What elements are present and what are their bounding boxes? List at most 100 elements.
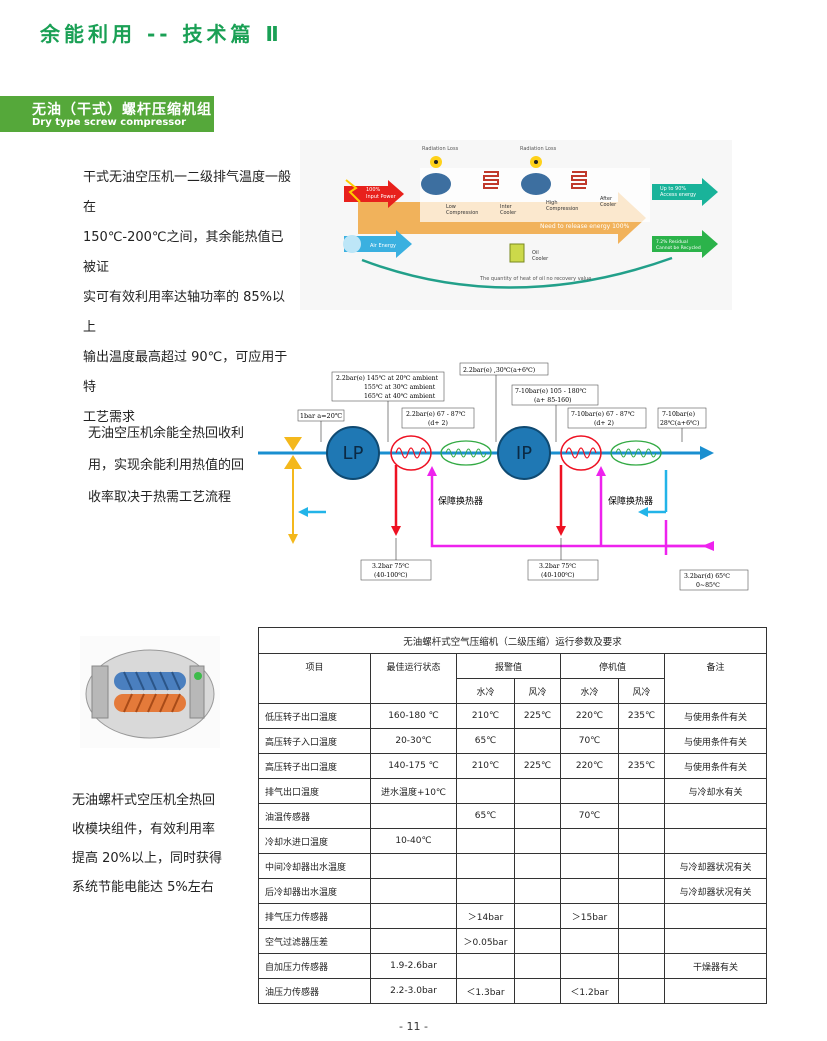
inlet-valve-icon [284, 437, 302, 451]
high-compressor-icon [521, 173, 551, 195]
cell-stop-air [618, 828, 665, 854]
cell-note: 与冷却器状况有关 [664, 878, 767, 904]
page-number: - 11 - [399, 1020, 428, 1033]
cell-note [664, 928, 767, 954]
table-row: 后冷却器出水温度 与冷却器状况有关 [258, 878, 767, 904]
cell-stop-air [618, 978, 665, 1004]
cell-item: 后冷却器出水温度 [258, 878, 371, 904]
cell-alarm-water: 210℃ [456, 703, 515, 729]
access-energy-arrow [652, 178, 718, 206]
cell-note: 与冷却水有关 [664, 778, 767, 804]
cell-stop-water [560, 953, 619, 979]
cell-stop-air [618, 728, 665, 754]
radiation-loss-label-2: Radiation Loss [520, 146, 557, 152]
protect-exchanger-1-icon [440, 440, 492, 466]
cell-alarm-air [514, 778, 561, 804]
cell-best [370, 878, 457, 904]
lp-hx-label-2: (d+ 2) [428, 420, 448, 427]
cell-note: 与使用条件有关 [664, 728, 767, 754]
cell-alarm-air [514, 728, 561, 754]
cell-stop-water: ＜1.2bar [560, 978, 619, 1004]
cell-alarm-air: 225℃ [514, 753, 561, 779]
inter-out-label-box: 2.2bar(e) ,30℃(a+6℃) [459, 362, 549, 442]
col-header-stop-water: 水冷 [560, 678, 619, 704]
cell-stop-water: 220℃ [560, 753, 619, 779]
ip-outlet-label-box: 7-10bar(e) 105 - 180℃ (a+ 85-160) [511, 384, 599, 442]
air-energy-arrow [344, 230, 412, 258]
screw-compressor-svg [85, 649, 215, 739]
cell-item: 排气压力传感器 [258, 903, 371, 929]
cell-item: 高压转子出口温度 [258, 753, 371, 779]
lp-heat-exchanger-icon [390, 435, 432, 471]
water-in-label-box: 3.2bar(d) 65℃ 0~85℃ [679, 569, 749, 591]
cell-alarm-air [514, 803, 561, 829]
cell-stop-water [560, 778, 619, 804]
access-energy-label: Up to 90%Access energy [660, 186, 696, 198]
water-out-2-label-1: 3.2bar 75℃ [539, 563, 576, 570]
ip-hx-label-box: 7-10bar(e) 67 - 87℃ (d+ 2) [567, 407, 647, 429]
male-rotor-icon [114, 672, 186, 690]
radiation-loss-label-1: Radiation Loss [422, 146, 459, 152]
cell-alarm-water: 210℃ [456, 753, 515, 779]
lp-outlet-label-1: 2.2bar(e) 145℃ at 20℃ ambient [336, 375, 439, 382]
lp-outlet-label-box: 2.2bar(e) 145℃ at 20℃ ambient 155℃ at 30… [331, 371, 445, 442]
ip-hx-label-1: 7-10bar(e) 67 - 87℃ [571, 411, 635, 418]
cell-best [370, 903, 457, 929]
table-row: 排气压力传感器＞14bar＞15bar [258, 903, 767, 929]
cell-alarm-water: ＞0.05bar [456, 928, 515, 954]
low-compressor-icon [421, 173, 451, 195]
cell-alarm-water: 65℃ [456, 728, 515, 754]
cell-stop-air [618, 878, 665, 904]
cell-note [664, 828, 767, 854]
cell-best: 1.9-2.6bar [370, 953, 457, 979]
cell-stop-water [560, 828, 619, 854]
outlet-arrowhead [700, 446, 714, 460]
heat-recovery-arc [361, 256, 673, 289]
cell-item: 油温传感器 [258, 803, 371, 829]
protect-exchanger-2-icon [610, 440, 662, 466]
input-power-label-2: Input Power [366, 194, 397, 200]
air-icon [343, 235, 361, 253]
col-header-alarm: 报警值 [456, 653, 561, 679]
operating-parameters-table: 无油螺杆式空气压缩机（二级压缩）运行参数及要求 项目 最佳运行状态 报警值 停机… [258, 627, 767, 1004]
cell-note: 与冷却器状况有关 [664, 853, 767, 879]
cell-alarm-water [456, 828, 515, 854]
col-header-alarm-air: 风冷 [514, 678, 561, 704]
cell-note [664, 978, 767, 1004]
module-paragraph: 无油螺杆式空压机全热回 收模块组件，有效利用率 提高 20%以上，同时获得 系统… [72, 793, 223, 895]
inter-out-label: 2.2bar(e) ,30℃(a+6℃) [463, 367, 535, 374]
cell-note: 与使用条件有关 [664, 753, 767, 779]
lightning-icon [345, 179, 361, 203]
water-out-1-label-1: 3.2bar 75℃ [372, 563, 409, 570]
cell-alarm-air [514, 978, 561, 1004]
cell-stop-water: 220℃ [560, 703, 619, 729]
cell-item: 中间冷却器出水温度 [258, 853, 371, 879]
cell-best: 140-175 ℃ [370, 753, 457, 779]
cell-alarm-water: ＞14bar [456, 903, 515, 929]
input-power-label-1: 100% [366, 187, 381, 193]
final-out-label-1: 7-10bar(e) [662, 411, 695, 418]
cell-alarm-air [514, 903, 561, 929]
lp-outlet-label-3: 165℃ at 40℃ ambient [364, 393, 436, 400]
lp-outlet-label-2: 155℃ at 30℃ ambient [364, 384, 436, 391]
screw-compressor-illustration [80, 636, 220, 748]
air-energy-label: Air Energy [370, 243, 396, 249]
magenta-inlet-arrow [702, 541, 714, 551]
table-title-row: 无油螺杆式空气压缩机（二级压缩）运行参数及要求 [258, 627, 767, 654]
energy-balance-svg: 100% Input Power Radiation Loss Radiatio… [343, 146, 718, 289]
cell-stop-water [560, 878, 619, 904]
lp-hx-label-1: 2.2bar(e) 67 - 87℃ [406, 411, 466, 418]
oil-cooler-icon [509, 243, 525, 263]
cell-stop-water: 70℃ [560, 803, 619, 829]
cell-best: 160-180 ℃ [370, 703, 457, 729]
table-row: 空气过滤器压差＞0.05bar [258, 928, 767, 954]
cell-best: 20-30℃ [370, 728, 457, 754]
inlet-label: 1bar a=20℃ [300, 412, 342, 420]
col-header-best: 最佳运行状态 [370, 653, 457, 704]
